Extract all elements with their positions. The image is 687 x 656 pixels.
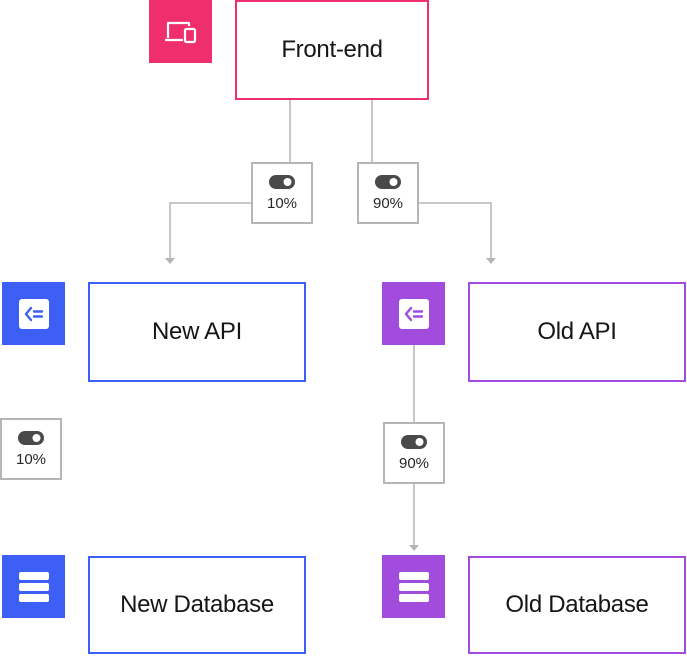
toggle-api-new-db[interactable]: 10% [0, 418, 62, 480]
old-api-label: Old API [537, 318, 617, 345]
database-icon [398, 571, 429, 602]
toggle-percent: 10% [15, 450, 47, 468]
database-icon [18, 571, 49, 602]
api-icon [18, 298, 49, 329]
toggle-frontend-new-api[interactable]: 10% [251, 162, 313, 224]
toggle-percent: 10% [266, 194, 298, 212]
toggle-percent: 90% [398, 454, 430, 472]
toggle-icon [401, 434, 427, 449]
devices-icon [164, 21, 196, 43]
frontend-node[interactable]: Front-end [235, 0, 429, 100]
toggle-icon [269, 174, 295, 189]
old-db-icon-tile [382, 555, 445, 618]
toggle-api-old-db[interactable]: 90% [383, 422, 445, 484]
frontend-label: Front-end [281, 36, 383, 63]
new-api-label: New API [152, 318, 242, 345]
toggle-icon [18, 430, 44, 445]
new-db-icon-tile [2, 555, 65, 618]
api-icon [398, 298, 429, 329]
toggle-icon [375, 174, 401, 189]
frontend-icon-tile [149, 0, 212, 63]
old-api-node[interactable]: Old API [468, 282, 686, 382]
toggle-frontend-old-api[interactable]: 90% [357, 162, 419, 224]
new-api-icon-tile [2, 282, 65, 345]
toggle-percent: 90% [372, 194, 404, 212]
old-api-icon-tile [382, 282, 445, 345]
old-db-label: Old Database [505, 591, 649, 618]
new-db-node[interactable]: New Database [88, 556, 306, 654]
new-api-node[interactable]: New API [88, 282, 306, 382]
new-db-label: New Database [120, 591, 274, 618]
old-db-node[interactable]: Old Database [468, 556, 686, 654]
